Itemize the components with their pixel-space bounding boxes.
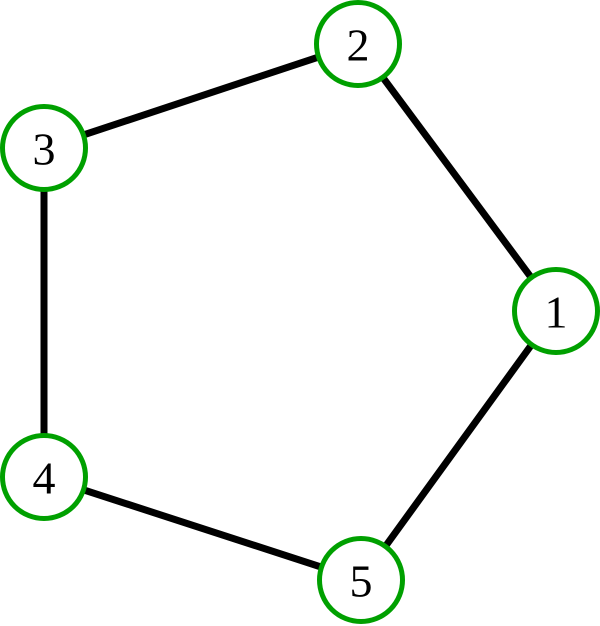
node-circle-5 <box>317 536 405 624</box>
graph-edge-4-5 <box>42 473 363 584</box>
node-circle-2 <box>314 0 402 88</box>
graph-node-5[interactable]: 5 <box>317 536 405 624</box>
graph-node-2[interactable]: 2 <box>314 0 402 88</box>
graph-node-1[interactable]: 1 <box>512 267 600 355</box>
graph-edge-1-2 <box>355 41 559 314</box>
node-label-3: 3 <box>33 124 56 175</box>
graph-node-3[interactable]: 3 <box>0 104 88 192</box>
edges-layer <box>40 40 559 584</box>
graph-node-4[interactable]: 4 <box>0 433 88 521</box>
node-label-5: 5 <box>350 556 373 607</box>
node-circle-1 <box>512 267 600 355</box>
node-label-4: 4 <box>33 453 56 504</box>
node-label-1: 1 <box>545 287 568 338</box>
node-label-2: 2 <box>347 20 370 71</box>
graph-edge-5-1 <box>358 308 559 583</box>
node-circle-4 <box>0 433 88 521</box>
graph-edge-2-3 <box>42 40 360 152</box>
node-circle-3 <box>0 104 88 192</box>
